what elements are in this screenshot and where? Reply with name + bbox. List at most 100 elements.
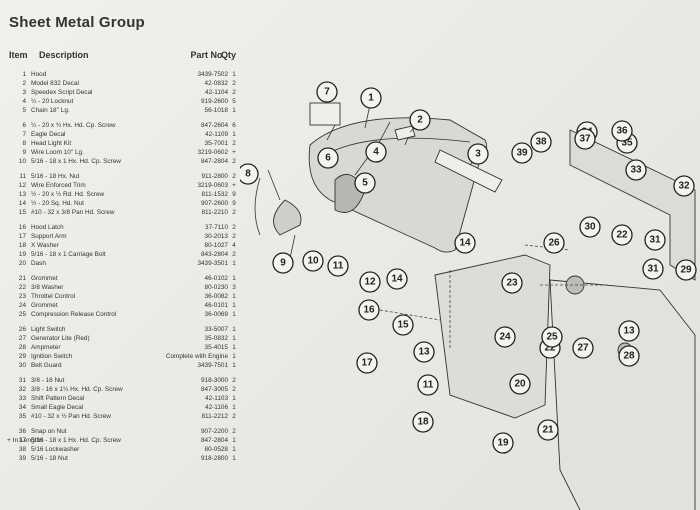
part-number: 80-0230 — [204, 284, 228, 291]
part-number: 80-0528 — [204, 446, 228, 453]
part-number: 847-3005 — [200, 386, 228, 393]
part-quantity: 2 — [232, 413, 236, 420]
part-number: 811-2210 — [201, 209, 228, 216]
part-number: 918-2800 — [200, 455, 228, 462]
part-quantity: 1 — [232, 404, 236, 411]
item-number: 5 — [22, 107, 26, 114]
part-description: Support Arm — [31, 233, 67, 240]
part-description: Ampmeter — [31, 344, 61, 351]
callout-2: 2 — [409, 109, 431, 131]
item-number: 11 — [19, 173, 26, 180]
part-quantity: 9 — [232, 200, 236, 207]
headlight-part — [273, 199, 302, 236]
part-quantity: 1 — [232, 446, 236, 453]
callout-circle — [618, 320, 640, 342]
item-number: 32 — [18, 386, 26, 393]
part-number: 30-2013 — [204, 233, 228, 240]
part-description: #10 - 32 x ½ Pan Hd. Screw — [31, 413, 111, 420]
callout-number: 14 — [459, 238, 471, 249]
callout-circle — [356, 352, 378, 374]
part-quantity: 2 — [232, 224, 236, 231]
part-quantity: 1 — [232, 455, 236, 462]
item-number: 21 — [18, 275, 26, 282]
part-number: 42-1103 — [205, 395, 228, 402]
part-quantity: 2 — [232, 80, 236, 87]
callout-number: 33 — [630, 165, 642, 176]
item-number: 37 — [18, 437, 26, 444]
callout-11: 11 — [417, 374, 439, 396]
callout-number: 11 — [423, 380, 434, 391]
callout-number: 1 — [368, 93, 374, 104]
part-number: 33-5007 — [204, 326, 228, 333]
item-number: 24 — [18, 302, 26, 309]
callout-16: 16 — [358, 299, 380, 321]
callout-number: 13 — [418, 347, 430, 358]
callout-circle — [454, 232, 476, 254]
part-description: #10 - 32 x 3/8 Pan Hd. Screw — [31, 209, 115, 216]
item-number: 33 — [18, 395, 26, 402]
part-number: 3219-0602 — [197, 149, 228, 156]
callout-number: 22 — [616, 230, 628, 241]
callout-7: 7 — [316, 81, 338, 103]
item-number: 13 — [18, 191, 26, 198]
callout-number: 17 — [361, 358, 373, 369]
part-description: ¼ - 20 Locknut — [31, 98, 74, 105]
callout-circle — [302, 250, 324, 272]
part-number: Complete with Engine — [165, 353, 228, 360]
item-number: 14 — [18, 200, 26, 207]
callout-number: 32 — [678, 181, 690, 192]
part-description: Speedex Script Decal — [31, 89, 93, 96]
callout-number: 15 — [397, 320, 409, 331]
callout-circle — [412, 411, 434, 433]
part-quantity: 1 — [232, 71, 236, 78]
part-quantity: 1 — [232, 107, 236, 114]
part-quantity: + — [232, 149, 236, 156]
callout-circle — [272, 252, 294, 274]
part-quantity: 2 — [232, 233, 236, 240]
item-number: 8 — [22, 140, 26, 147]
callout-circle — [240, 163, 259, 185]
callout-24: 24 — [494, 326, 516, 348]
part-description: Ignition Switch — [31, 353, 73, 360]
callout-circle — [413, 341, 435, 363]
item-number: 4 — [22, 98, 26, 105]
item-number: 18 — [18, 242, 26, 249]
callout-6: 6 — [317, 147, 339, 169]
item-number: 22 — [18, 284, 26, 291]
part-quantity: 2 — [232, 173, 236, 180]
decal-2-part — [394, 125, 416, 141]
part-description: Generator Lite (Red) — [31, 335, 90, 342]
part-quantity: 2 — [232, 140, 236, 147]
item-number: 23 — [18, 293, 26, 300]
callout-17: 17 — [356, 352, 378, 374]
callout-circle — [392, 314, 414, 336]
callout-circle — [317, 147, 339, 169]
part-description: Snap on Nut — [31, 428, 67, 435]
part-description: Chain 18'' Lg. — [31, 107, 70, 114]
callout-29: 29 — [675, 259, 697, 281]
callout-circle — [327, 255, 349, 277]
callout-circle — [618, 345, 640, 367]
part-quantity: 1 — [232, 260, 236, 267]
part-number: 3439-3501 — [197, 260, 228, 267]
callout-circle — [417, 374, 439, 396]
callout-37: 37 — [574, 128, 596, 150]
part-number: 918-3000 — [200, 377, 228, 384]
item-number: 19 — [18, 251, 26, 258]
part-description: Small Eagle Decal — [31, 404, 84, 411]
part-description: Grommet — [31, 302, 58, 309]
callout-number: 18 — [417, 417, 429, 428]
callout-number: 16 — [363, 305, 375, 316]
